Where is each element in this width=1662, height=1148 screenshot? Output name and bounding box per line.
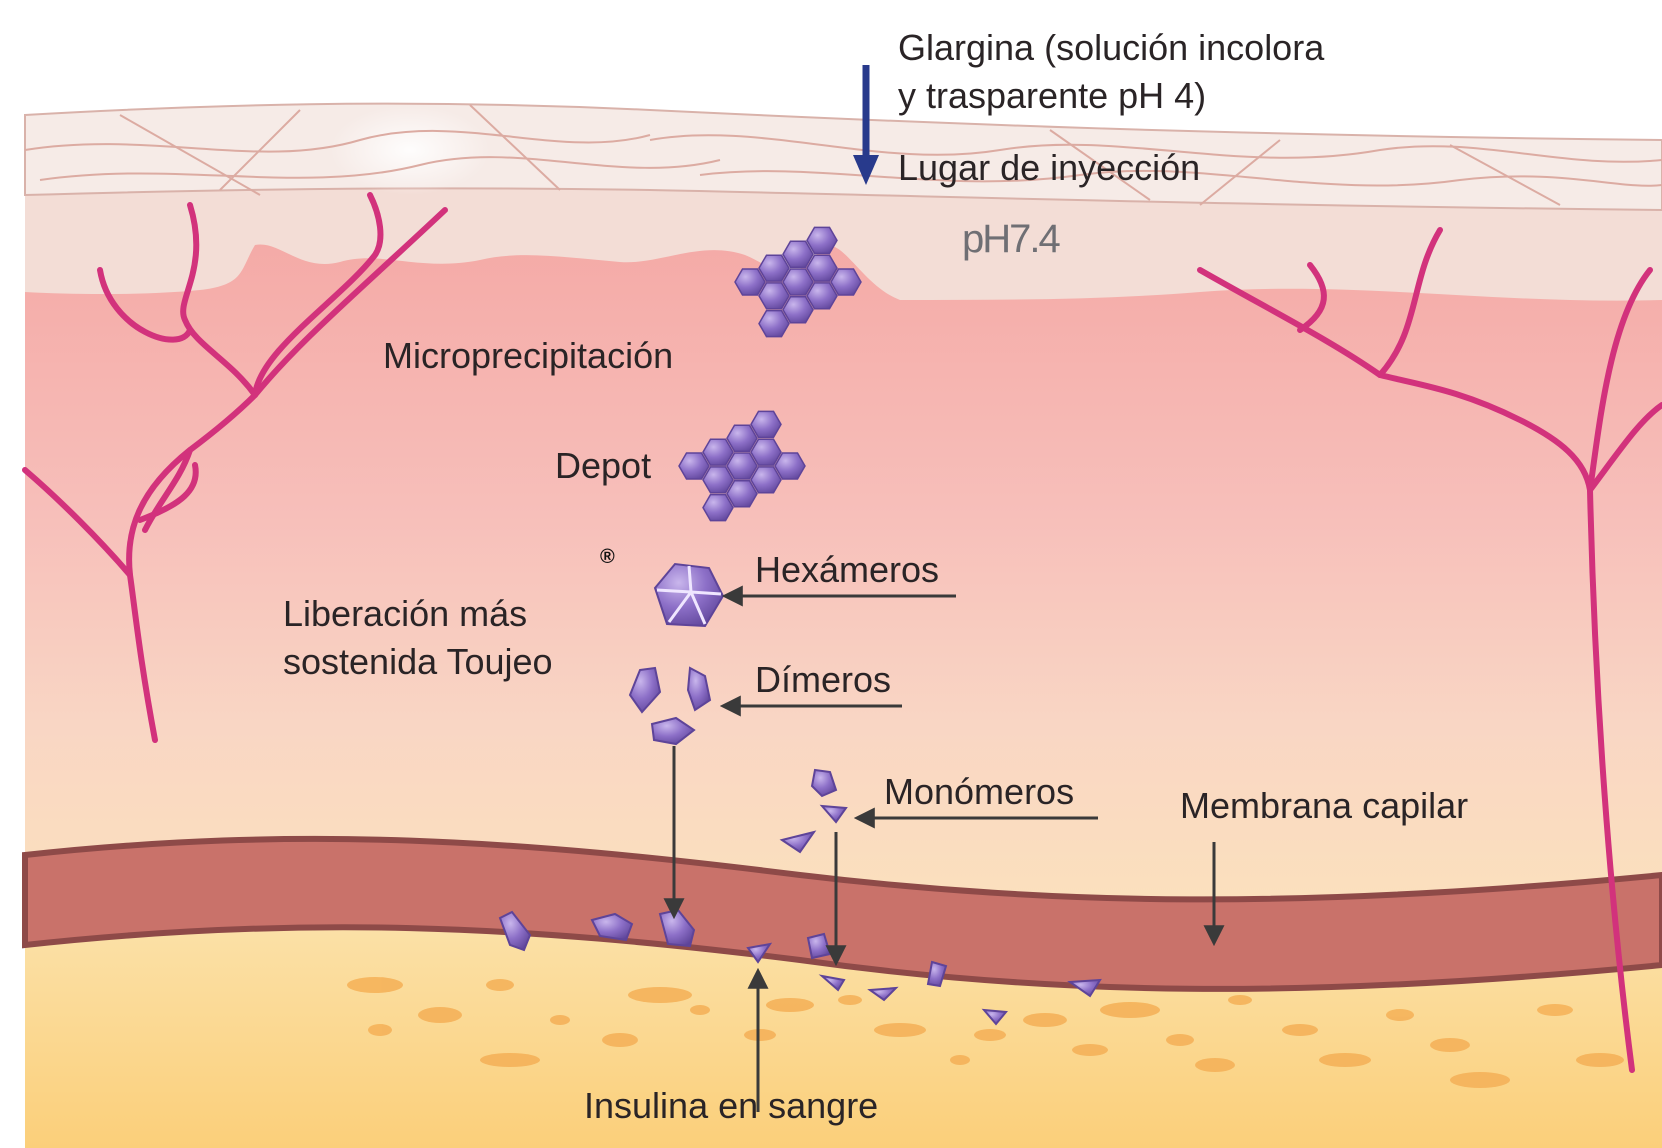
- dimers-label: Dímeros: [755, 659, 891, 700]
- release-label-line1: Liberación más: [283, 593, 527, 634]
- hexamer-cell: [751, 411, 781, 437]
- hexamer-cell: [759, 255, 789, 281]
- hexamer-cell: [783, 297, 813, 323]
- registered-mark: ®: [600, 546, 615, 568]
- injection-site-label: Lugar de inyección: [898, 147, 1200, 188]
- hexamer-cell: [751, 439, 781, 465]
- hexamer-cell: [735, 269, 765, 295]
- hexamer-cell: [679, 453, 709, 479]
- hexamers-label: Hexámeros: [755, 549, 939, 590]
- hexamer-cell: [751, 467, 781, 493]
- monomers-label: Monómeros: [884, 771, 1074, 812]
- hexamer-cell: [759, 283, 789, 309]
- hexamer-cell: [727, 481, 757, 507]
- capillary-membrane-label: Membrana capilar: [1180, 785, 1468, 826]
- hexamer-cell: [703, 439, 733, 465]
- release-label-line2: sostenida Toujeo: [283, 641, 553, 682]
- depot-label: Depot: [555, 445, 651, 486]
- hexamer-cell: [807, 227, 837, 253]
- hexamer-cell: [703, 495, 733, 521]
- glargina-label-line1: Glargina (solución incolora: [898, 27, 1325, 68]
- hexamer-cell: [783, 269, 813, 295]
- glargina-label-line2: y trasparente pH 4): [898, 75, 1206, 116]
- skin-shine: [330, 105, 490, 195]
- blood-insulin-label: Insulina en sangre: [584, 1085, 878, 1126]
- hexamer-cell: [759, 311, 789, 337]
- hexamer-cell: [831, 269, 861, 295]
- hexamer-cell: [727, 425, 757, 451]
- hexamer-cell: [775, 453, 805, 479]
- hexamer-cell: [703, 467, 733, 493]
- ph-label: pH7.4: [962, 217, 1060, 261]
- hexamer-cell: [807, 283, 837, 309]
- hexamer-cell: [807, 255, 837, 281]
- microprecipitation-label: Micropre­cipitación: [383, 335, 673, 376]
- hexamer-cell: [783, 241, 813, 267]
- hexamer-cell: [727, 453, 757, 479]
